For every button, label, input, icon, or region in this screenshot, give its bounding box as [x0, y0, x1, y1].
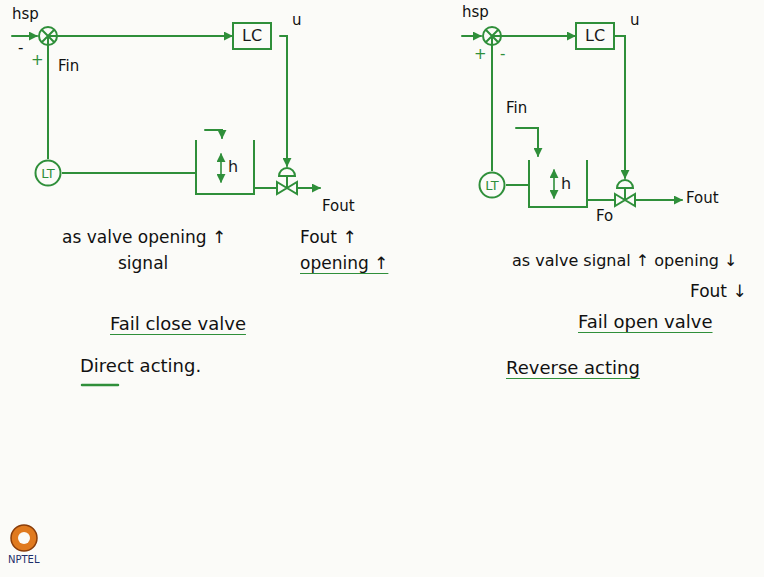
annotation-text: Fin: [506, 100, 527, 117]
annotation-text: NPTEL: [8, 554, 40, 566]
outlet-pipe: [255, 187, 277, 189]
level-arrow: [220, 154, 222, 182]
tank: h: [195, 140, 255, 195]
controller-box: LC: [232, 22, 272, 50]
signal-line: [614, 36, 625, 178]
outflow-arrow: [635, 199, 682, 201]
annotation-text: as valve signal ↑ opening ↓: [512, 252, 737, 270]
annotation-text: Fout: [686, 190, 719, 207]
underline: [82, 384, 118, 387]
node-text: LC: [585, 27, 605, 45]
annotation-text: opening ↑: [300, 254, 388, 274]
annotation-text: +: [31, 52, 44, 69]
annotation-text: -: [500, 46, 505, 63]
outlet-pipe: [588, 199, 615, 201]
setpoint-arrow: [462, 35, 481, 37]
logo-emblem-center: [18, 532, 30, 544]
level-arrow: [553, 170, 555, 198]
annotation-text: Fail close valve: [110, 314, 246, 335]
annotation-text: Fail open valve: [578, 312, 713, 333]
circle-outline: [480, 173, 505, 198]
annotation-text: Fin: [58, 58, 79, 75]
node-text: h: [561, 174, 571, 193]
annotation-text: u: [292, 12, 302, 29]
signal-connector: [48, 36, 232, 159]
annotation-text: Fout ↑: [300, 228, 357, 248]
annotation-text: as valve opening ↑: [62, 228, 226, 248]
logo-emblem: [11, 525, 37, 551]
valve-symbol: [615, 194, 635, 206]
annotation-text: Fo: [596, 208, 613, 225]
inflow-arrow: [205, 130, 222, 138]
signal-connector: [506, 184, 528, 186]
controller-box: LC: [575, 22, 615, 50]
inflow-arrow: [516, 128, 538, 156]
transmitter-circle: LT: [34, 159, 62, 187]
setpoint-arrow: [12, 35, 37, 37]
signal-line: [280, 36, 287, 166]
valve-symbol: [277, 182, 297, 194]
transmitter-circle: LT: [478, 171, 506, 199]
tank: h: [528, 160, 588, 208]
annotation-text: u: [630, 12, 640, 29]
annotation-text: +: [474, 46, 487, 63]
annotation-text: Fout ↓: [690, 282, 747, 302]
annotation-text: -: [18, 40, 23, 57]
signal-connector: [62, 172, 195, 174]
signal-connector: [492, 36, 575, 171]
annotation-text: Reverse acting: [506, 358, 640, 379]
node-text: LT: [485, 178, 498, 193]
annotation-text: Fout: [322, 198, 355, 215]
node-text: LT: [41, 166, 54, 181]
annotation-text: hsp: [462, 4, 489, 21]
annotation-text: signal: [118, 254, 168, 274]
annotation-text: hsp: [12, 6, 39, 23]
circle-outline: [36, 161, 61, 186]
annotation-text: Direct acting.: [80, 356, 201, 377]
outflow-arrow: [297, 187, 320, 189]
node-text: LC: [242, 27, 262, 45]
node-text: h: [228, 157, 238, 176]
